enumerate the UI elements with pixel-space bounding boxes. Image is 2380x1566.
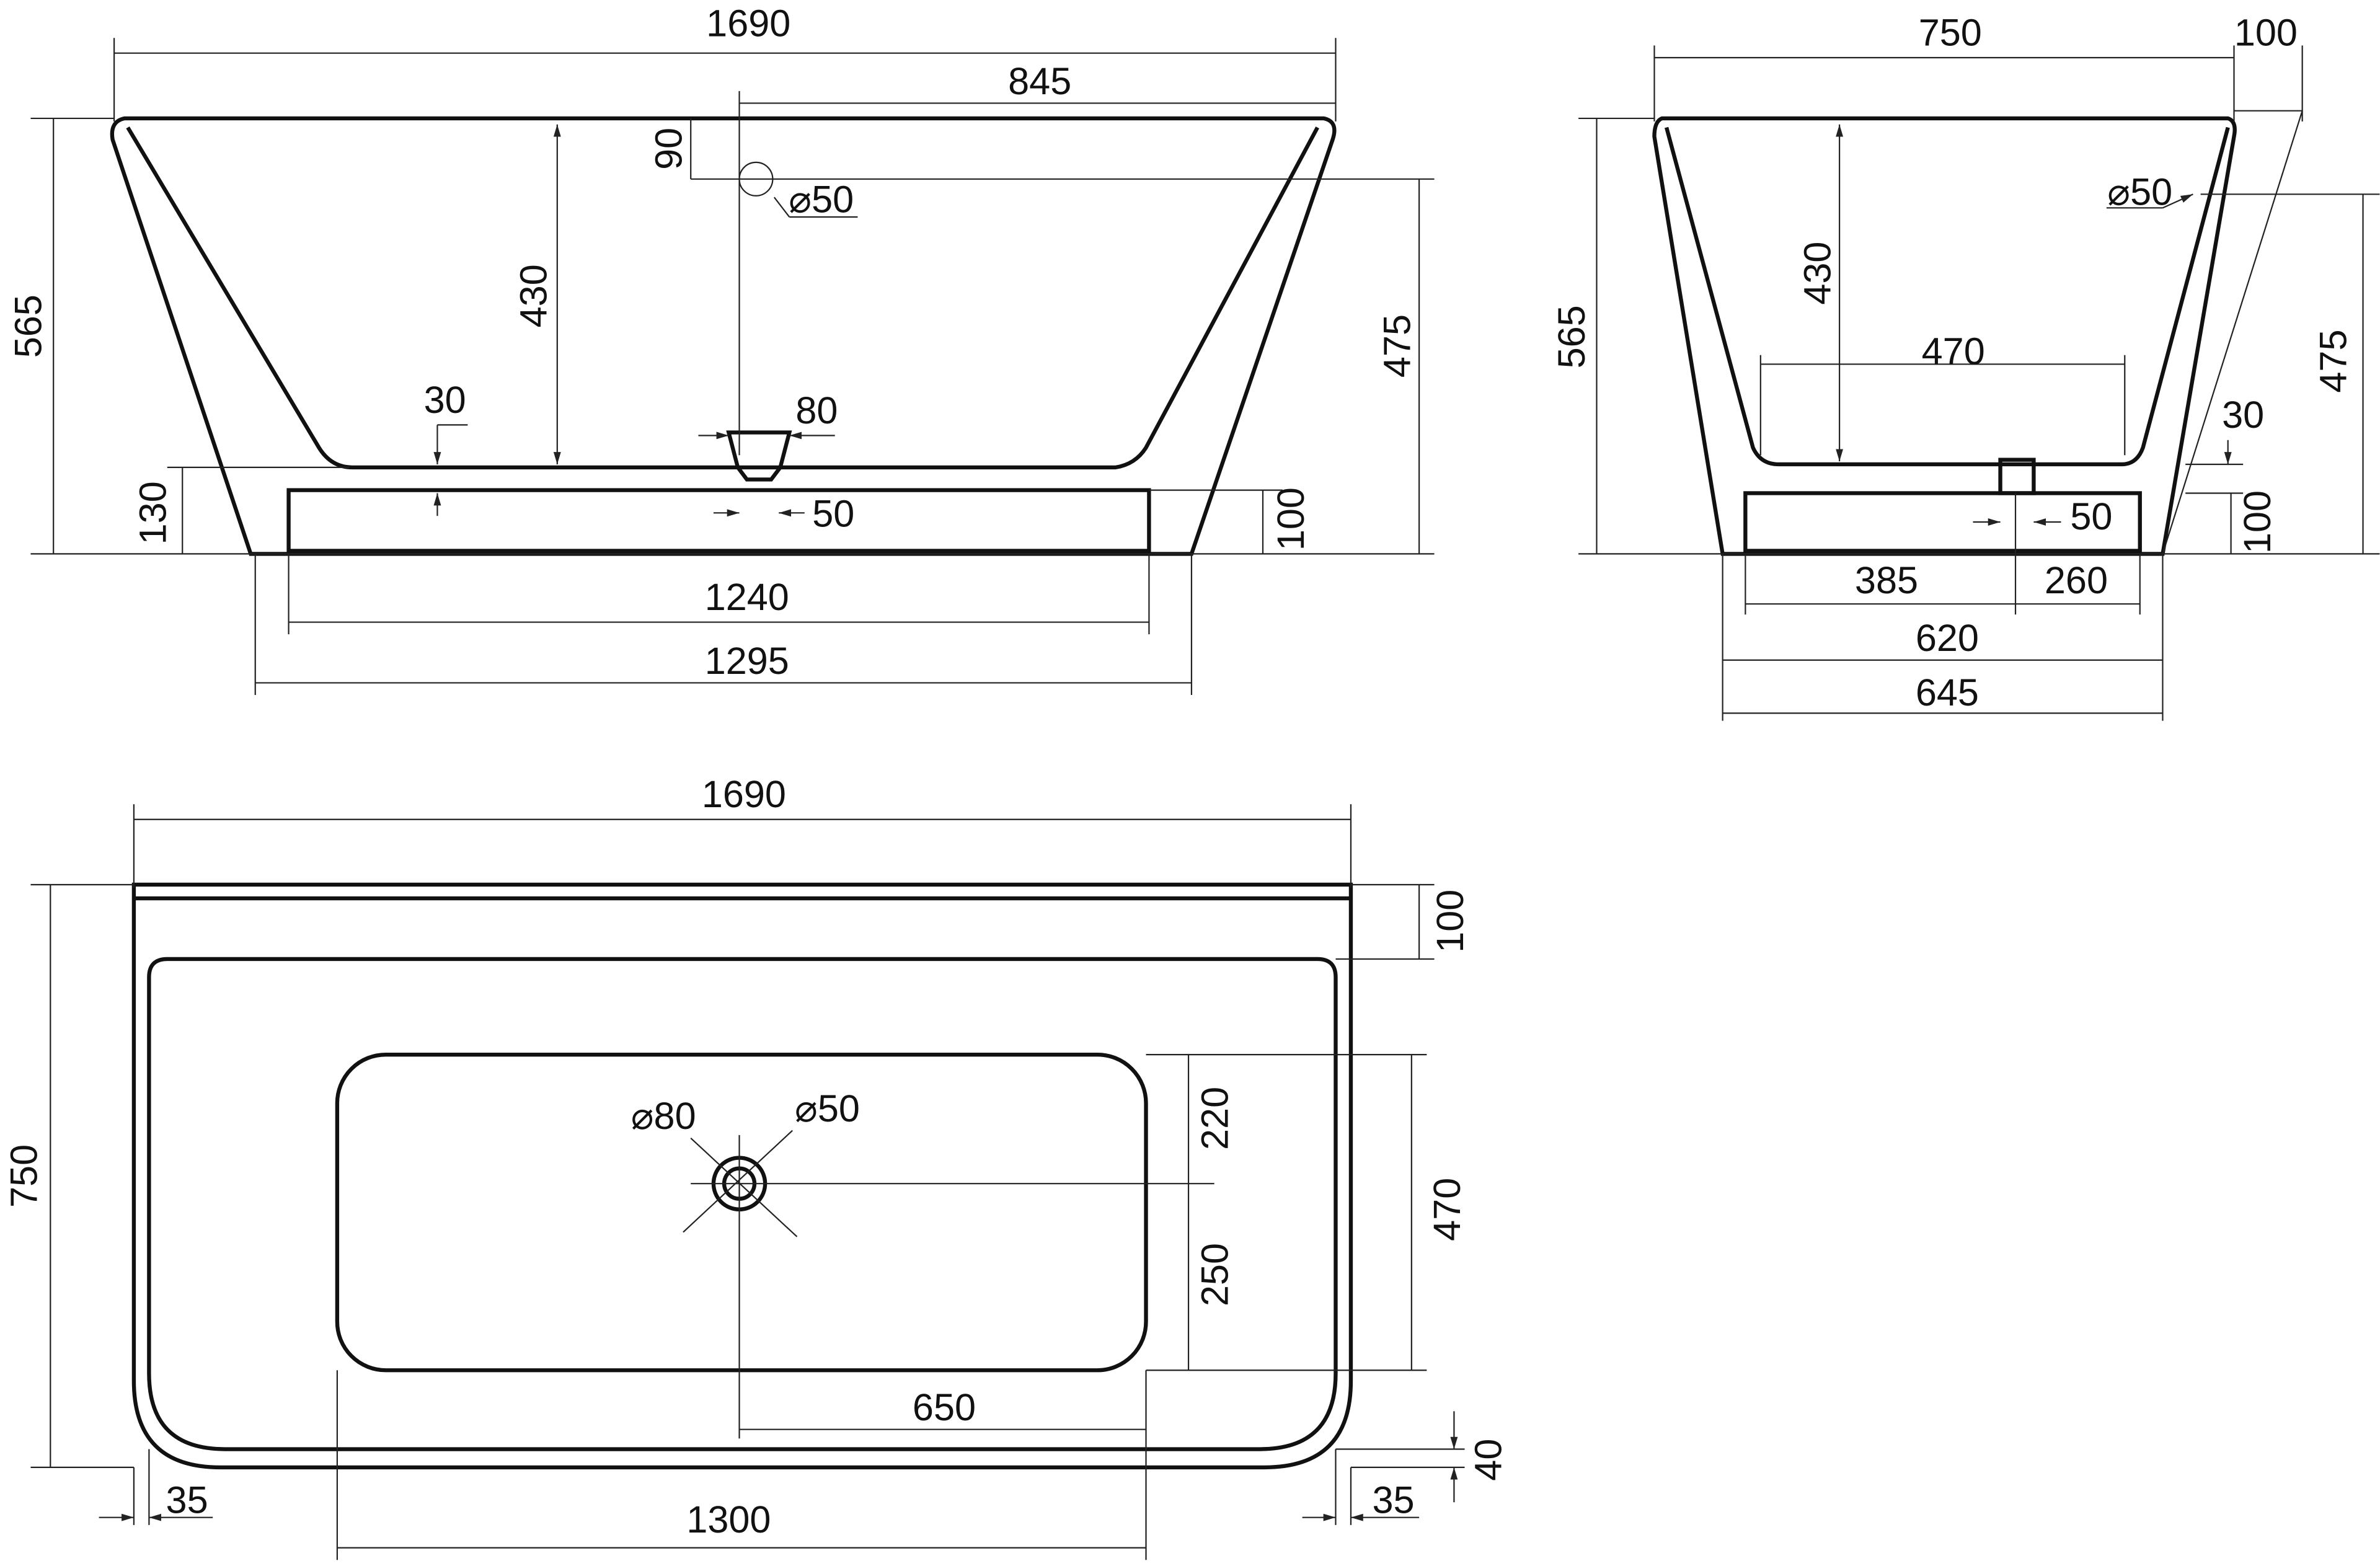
dim-front-length: 1690 [706, 2, 790, 45]
dim-front-base-length: 1295 [705, 640, 789, 682]
side-view: 750 100 565 430 ⌀50 470 475 30 50 100 38… [1551, 11, 2380, 721]
side-dimension-lines [1578, 45, 2380, 721]
dim-side-overflow-height: 475 [2312, 329, 2355, 392]
dim-side-drain-right: 260 [2045, 559, 2108, 601]
dim-side-bottom-width: 470 [1922, 330, 1985, 372]
dim-top-width: 750 [2, 1144, 45, 1208]
side-drain [1998, 458, 2036, 495]
top-basin [335, 1052, 1148, 1373]
dim-side-height: 565 [1551, 305, 1593, 368]
dim-top-length: 1690 [702, 773, 786, 815]
dim-front-drain-pipe: 50 [812, 492, 854, 534]
front-tub-inner [126, 126, 1319, 470]
dim-side-base-width: 645 [1916, 671, 1979, 714]
top-dimension-lines [30, 804, 1465, 1560]
dim-top-side-gap-left: 35 [166, 1479, 208, 1521]
dim-top-drain-to-front: 250 [1194, 1243, 1236, 1306]
dim-front-plinth-height: 100 [1270, 487, 1312, 551]
dim-side-depth: 430 [1796, 242, 1838, 305]
dim-front-half-length: 845 [1008, 60, 1071, 102]
front-view: 1690 845 565 430 90 ⌀50 475 30 130 80 50… [7, 2, 1435, 696]
dim-side-drain-pipe: 50 [2070, 495, 2112, 537]
top-view: 1690 100 750 ⌀80 ⌀50 220 470 250 650 40 … [2, 773, 1509, 1560]
dim-side-bottom-thickness: 30 [2222, 394, 2264, 436]
dim-top-drain-to-end: 650 [913, 1386, 976, 1428]
dim-front-drain-width: 80 [795, 389, 838, 431]
dim-front-plinth-length: 1240 [705, 576, 789, 618]
dim-top-side-gap-right: 35 [1372, 1479, 1414, 1521]
top-tub-outline [131, 882, 1353, 1470]
dim-front-depth: 430 [513, 264, 555, 327]
dim-top-basin-length: 1300 [686, 1498, 771, 1541]
dim-top-basin-width: 470 [1426, 1178, 1468, 1241]
dim-top-rim-depth: 100 [1429, 890, 1471, 953]
dim-front-overflow-offset: 90 [648, 128, 690, 170]
dim-front-overflow-diameter: ⌀50 [789, 179, 854, 221]
dim-top-drain-to-back: 220 [1194, 1087, 1236, 1150]
dim-front-overflow-height: 475 [1376, 314, 1418, 378]
dim-side-plinth-width: 620 [1916, 617, 1979, 659]
dim-side-plinth-height: 100 [2236, 490, 2278, 554]
dim-side-drain-left: 385 [1855, 559, 1918, 601]
dim-front-base-height: 130 [131, 481, 174, 544]
front-dimension-lines [30, 38, 1435, 696]
dim-front-bottom-thickness: 30 [424, 379, 466, 421]
side-tub-inner [1664, 126, 2230, 467]
front-plinth [286, 488, 1151, 553]
dim-top-drain-diameter: ⌀80 [631, 1095, 696, 1137]
dim-top-pipe-diameter: ⌀50 [795, 1087, 860, 1130]
front-drain [726, 430, 792, 482]
dim-side-width: 750 [1919, 11, 1982, 53]
dim-side-overflow-diameter: ⌀50 [2107, 170, 2172, 213]
side-plinth [1743, 491, 2142, 553]
dim-front-height: 565 [7, 294, 50, 358]
dim-top-front-gap: 40 [1467, 1439, 1509, 1481]
dim-side-rim-offset: 100 [2234, 11, 2298, 53]
top-tub-inner [147, 957, 1338, 1451]
